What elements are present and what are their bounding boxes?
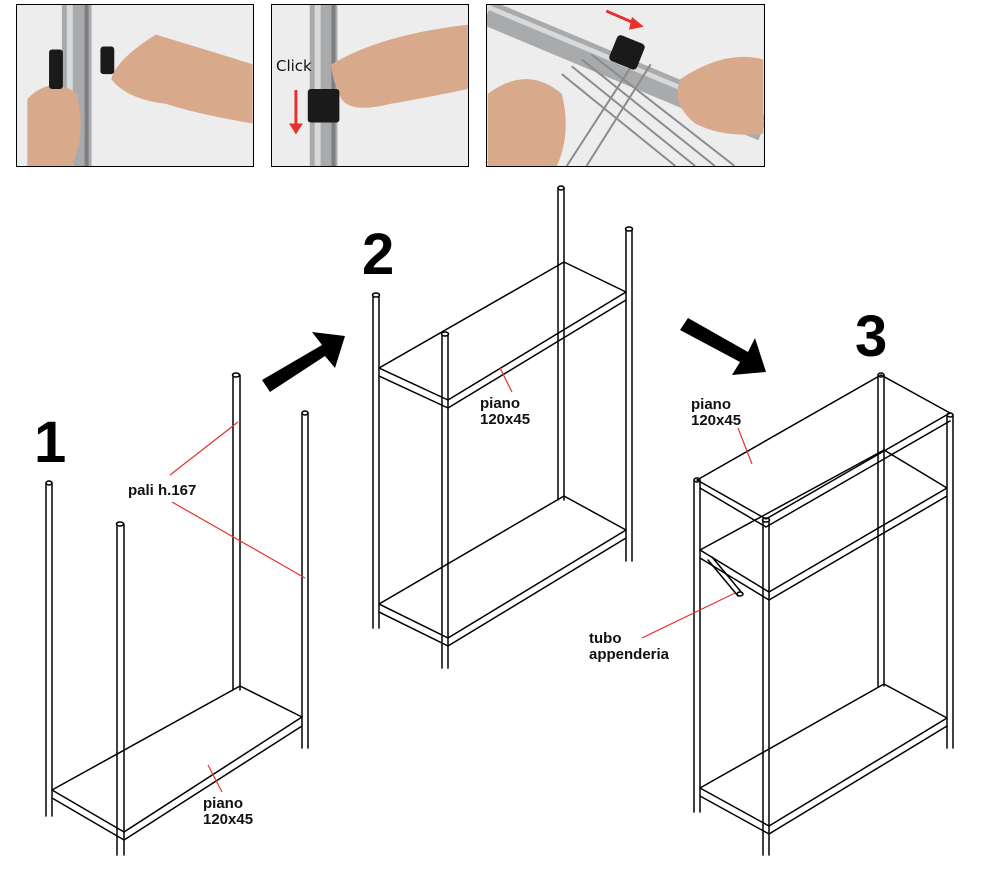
photo-click-down-image bbox=[272, 5, 468, 166]
step-number-1: 1 bbox=[34, 410, 67, 475]
label-piano-step2: piano 120x45 bbox=[480, 395, 531, 428]
label-pali: pali h.167 bbox=[128, 482, 197, 499]
step-3-frame bbox=[693, 372, 954, 856]
step-2-frame bbox=[371, 185, 634, 669]
label-tubo-appenderia: tubo appenderia bbox=[589, 630, 670, 663]
photo-insert-shelf-image bbox=[487, 5, 764, 166]
arrow-icon bbox=[680, 318, 766, 375]
label-piano-step3: piano 120x45 bbox=[691, 396, 742, 429]
photo-attach-clip bbox=[16, 4, 254, 167]
label-piano-step1: piano 120x45 bbox=[203, 795, 254, 828]
step-1-frame bbox=[45, 372, 309, 856]
leader-lines bbox=[169, 367, 753, 793]
step-number-3: 3 bbox=[855, 304, 888, 369]
photo-click-down: Click bbox=[271, 4, 469, 167]
photo-attach-clip-image bbox=[17, 5, 253, 166]
click-text: Click bbox=[276, 57, 312, 75]
step-number-2: 2 bbox=[362, 222, 395, 287]
arrow-icon bbox=[262, 332, 345, 392]
photo-insert-shelf bbox=[486, 4, 765, 167]
